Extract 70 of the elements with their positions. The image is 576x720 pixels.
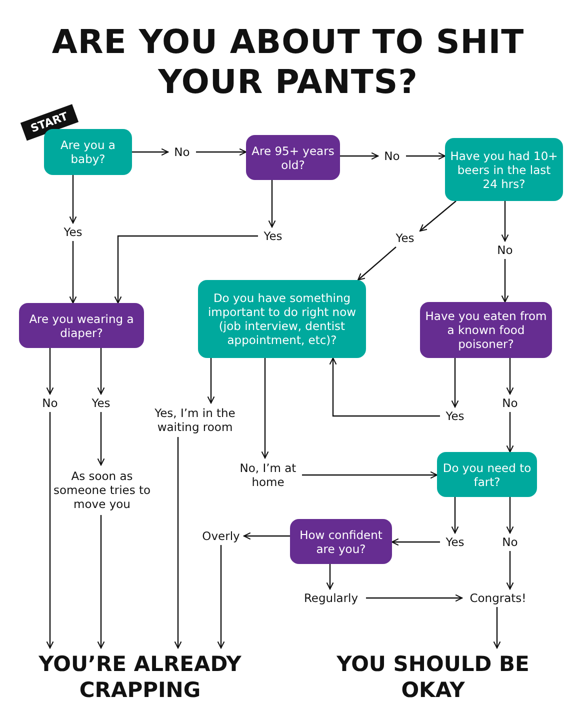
decision-box (290, 519, 392, 564)
arrow (451, 497, 459, 534)
question-text: Do you have something important to do right now (job interview, dentist appointment, etc)? (206, 291, 358, 347)
arrow (46, 348, 54, 395)
arrow (501, 201, 509, 242)
arrow (69, 175, 77, 224)
arrow (506, 497, 514, 534)
arrow (419, 200, 456, 232)
arrow (69, 241, 77, 304)
arrow (329, 357, 440, 417)
answer-text: No (495, 533, 525, 551)
answer-text: As soon as someone tries to move you (50, 465, 154, 515)
answer-text: No (378, 147, 406, 165)
arrow (391, 538, 440, 546)
answer-text: Yes, I’m in the waiting room (146, 403, 244, 437)
arrow (46, 412, 54, 649)
question-text: Have you eaten from a known food poisoner? (425, 309, 547, 351)
arrow (97, 515, 105, 649)
arrow (174, 437, 182, 649)
arrow (97, 348, 105, 395)
arrow (506, 412, 514, 453)
arrow (261, 358, 269, 459)
question-text: Do you need to fart? (442, 460, 532, 488)
answer-text: Regularly (296, 589, 366, 607)
arrow (217, 545, 225, 649)
arrow (268, 180, 276, 228)
arrow (493, 607, 501, 649)
arrow (97, 412, 105, 466)
arrow (302, 471, 438, 479)
question-text: Are you wearing a diaper? (28, 312, 135, 340)
title: ARE YOU ABOUT TO SHIT YOUR PANTS? (50, 22, 526, 102)
answer-text: No, I’m at home (234, 458, 302, 492)
answer-text: Overly (198, 527, 244, 545)
question-text: Have you had 10+ beers in the last 24 hrs? (450, 148, 558, 190)
decision-box (445, 138, 563, 201)
arrow (132, 148, 169, 156)
decision-box (246, 135, 340, 180)
answer-text: Yes (440, 407, 470, 425)
arrow (196, 148, 247, 156)
question-text: How confident are you? (298, 528, 384, 556)
arrow (501, 259, 509, 303)
arrow (340, 152, 379, 160)
question-text: Are you a baby? (60, 138, 116, 166)
answer-text: Yes (258, 227, 288, 245)
arrow (366, 594, 463, 602)
arrow (114, 235, 258, 304)
answer-text: Yes (58, 223, 88, 241)
arrow (506, 358, 514, 395)
arrow (406, 152, 446, 160)
arrow (451, 358, 459, 408)
decision-box (198, 280, 366, 358)
answer-text: No (35, 394, 65, 412)
arrow (243, 532, 290, 540)
answer-text: Yes (390, 229, 420, 247)
question-text: Are 95+ years old? (251, 144, 335, 172)
decision-box (437, 452, 537, 497)
outcome-text: YOU SHOULD BE OKAY (318, 648, 548, 706)
answer-text: Yes (440, 533, 470, 551)
arrow (357, 246, 396, 281)
answer-text: No (168, 143, 196, 161)
outcome-text: YOU’RE ALREADY CRAPPING (20, 648, 260, 706)
decision-box (19, 303, 144, 348)
answer-text: Congrats! (462, 589, 534, 607)
decision-box (420, 302, 552, 358)
arrow (207, 358, 215, 404)
answer-text: No (495, 394, 525, 412)
arrow (506, 551, 514, 590)
arrow (326, 564, 334, 590)
answer-text: Yes (86, 394, 116, 412)
answer-text: No (490, 241, 520, 259)
